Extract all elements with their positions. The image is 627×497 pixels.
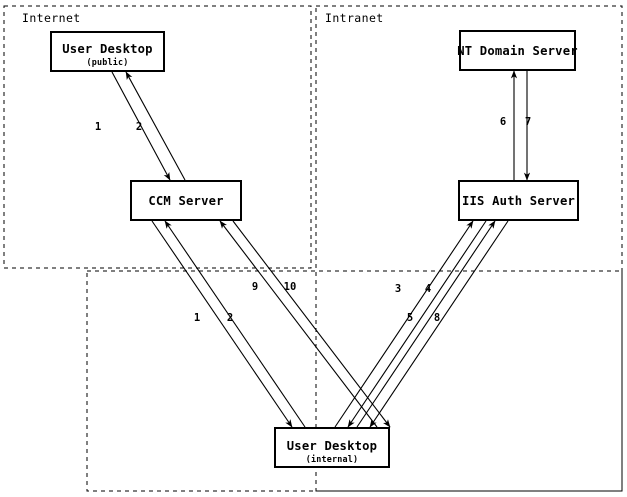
flow-arrow-10-ccm-server-to-user-desktop-internal — [232, 220, 391, 428]
zone-boundary-intranet — [315, 5, 623, 492]
flow-arrow-1-user-desktop-public-to-ccm-server — [111, 71, 171, 181]
node-box-user-desktop-public[interactable] — [50, 31, 165, 72]
zone-boundary-internet — [3, 5, 312, 269]
flow-step-label-1-0: 1 — [95, 121, 101, 133]
flow-step-label-8-7: 8 — [434, 312, 440, 324]
flow-step-label-1-2: 1 — [194, 312, 200, 324]
flow-step-label-3-4: 3 — [395, 283, 401, 295]
node-title-ccm-server: CCM Server — [148, 194, 223, 208]
flow-step-label-7-9: 7 — [525, 116, 531, 128]
flow-arrow-9-user-desktop-internal-to-ccm-server — [219, 220, 378, 428]
node-box-nt-domain-server[interactable] — [459, 30, 576, 71]
flow-step-label-2-1: 2 — [136, 121, 142, 133]
flow-labels-layer: 1 2 1 2 3 4 5 8 6 7 9 10 — [95, 116, 531, 324]
node-box-ccm-server[interactable] — [130, 180, 242, 221]
zone-label-internet: Internet — [22, 11, 81, 25]
flows-layer — [111, 70, 531, 428]
zones-layer: Internet Intranet — [3, 5, 623, 492]
node-user-desktop-public[interactable]: User Desktop(public) — [50, 31, 165, 72]
flow-step-label-6-8: 6 — [500, 116, 506, 128]
flow-arrow-4-iis-auth-server-to-user-desktop-internal — [347, 220, 487, 428]
node-subtitle-user-desktop-internal: (internal) — [306, 454, 358, 464]
flow-arrow-2-user-desktop-internal-to-ccm-server — [164, 220, 306, 428]
node-iis-auth-server[interactable]: IIS Auth Server — [458, 180, 579, 221]
flow-arrow-5-user-desktop-internal-to-iis-auth-server — [356, 220, 496, 428]
zone-boundary-internal-lan — [86, 270, 623, 492]
flow-step-label-10-11: 10 — [284, 281, 297, 293]
node-title-iis-auth-server: IIS Auth Server — [462, 194, 575, 208]
node-title-user-desktop-public: User Desktop — [62, 42, 152, 56]
zone-internet: Internet — [3, 5, 312, 269]
node-subtitle-user-desktop-public: (public) — [87, 57, 129, 67]
zone-internal-lan — [86, 270, 623, 492]
flow-arrow-2-ccm-server-to-user-desktop-public — [125, 71, 186, 181]
flow-step-label-4-5: 4 — [425, 283, 431, 295]
zone-label-intranet: Intranet — [325, 11, 384, 25]
node-nt-domain-server[interactable]: NT Domain Server — [457, 30, 578, 71]
flow-arrow-8-iis-auth-server-to-user-desktop-internal — [369, 220, 509, 428]
node-user-desktop-internal[interactable]: User Desktop(internal) — [274, 427, 390, 468]
flow-step-label-5-6: 5 — [407, 312, 413, 324]
node-ccm-server[interactable]: CCM Server — [130, 180, 242, 221]
node-title-nt-domain-server: NT Domain Server — [457, 44, 578, 58]
zone-intranet: Intranet — [315, 5, 623, 492]
flow-arrow-1-ccm-server-to-user-desktop-internal — [151, 220, 293, 428]
flow-step-label-2-3: 2 — [227, 312, 233, 324]
flow-arrow-3-user-desktop-internal-to-iis-auth-server — [334, 220, 474, 428]
node-box-iis-auth-server[interactable] — [458, 180, 579, 221]
node-box-user-desktop-internal[interactable] — [274, 427, 390, 468]
flow-step-label-9-10: 9 — [252, 281, 258, 293]
node-title-user-desktop-internal: User Desktop — [287, 439, 377, 453]
